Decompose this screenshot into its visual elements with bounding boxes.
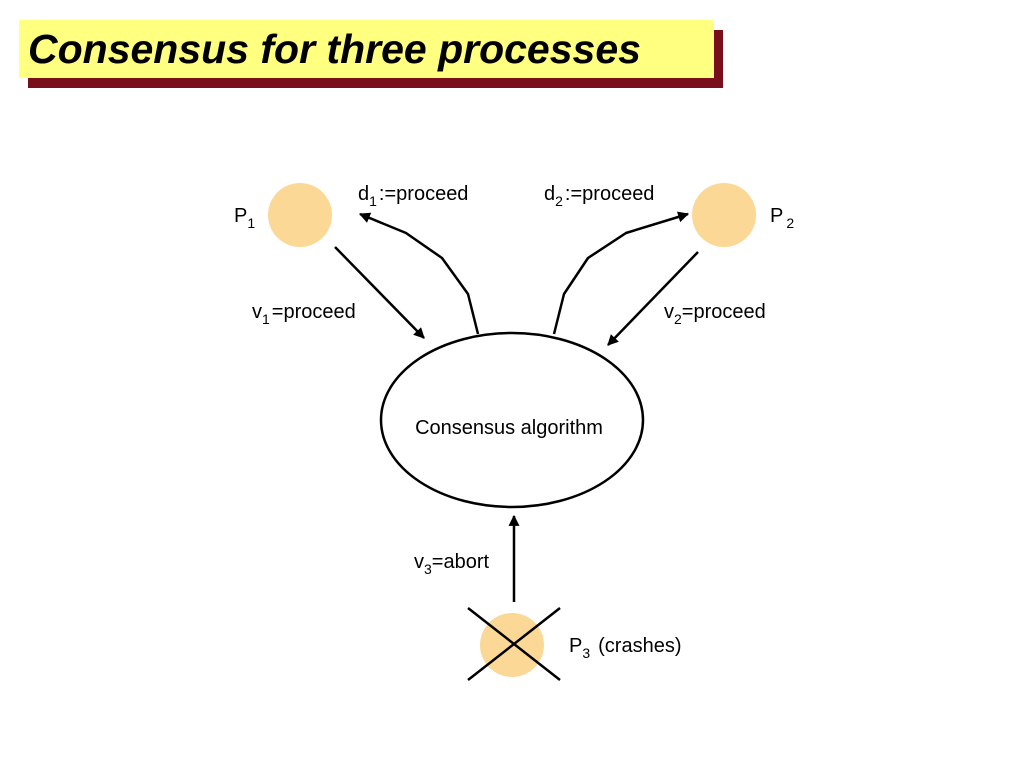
label-d1-value: :=proceed xyxy=(379,183,469,205)
label-v3-sub: 3 xyxy=(424,561,432,577)
label-d1-var: d xyxy=(358,183,369,205)
label-d2: d2:=proceed xyxy=(544,183,654,209)
crash-cross-line-b xyxy=(467,607,561,681)
label-v2-sub: 2 xyxy=(674,311,682,327)
label-d1-sub: 1 xyxy=(369,193,377,209)
arrow-d1 xyxy=(358,212,480,335)
process-p3-sub: 3 xyxy=(582,645,590,661)
label-v1-var: v xyxy=(252,301,262,323)
label-d2-sub: 2 xyxy=(555,193,563,209)
label-v3: v3=abort xyxy=(414,551,490,577)
process-p2-node xyxy=(692,183,756,247)
label-v1-value: =proceed xyxy=(272,301,356,323)
process-p3-name: P xyxy=(569,635,582,657)
label-v1: v1=proceed xyxy=(252,301,356,327)
consensus-algorithm-label: Consensus algorithm xyxy=(415,417,603,439)
label-v3-value: =abort xyxy=(432,551,490,573)
label-v1-sub: 1 xyxy=(262,311,270,327)
label-v2: v2=proceed xyxy=(664,301,766,327)
arrow-v1 xyxy=(334,246,425,339)
process-p1-label: P1 xyxy=(234,205,255,231)
slide-title: Consensus for three processes xyxy=(28,26,641,72)
arrow-d2 xyxy=(552,211,690,335)
process-p2-sub: 2 xyxy=(786,215,794,231)
label-v3-var: v xyxy=(414,551,424,573)
process-p2-name: P xyxy=(770,205,783,227)
process-p1-name: P xyxy=(234,205,247,227)
label-v2-value: =proceed xyxy=(682,301,766,323)
label-d1: d1:=proceed xyxy=(358,183,468,209)
process-p1-sub: 1 xyxy=(247,215,255,231)
label-v2-var: v xyxy=(664,301,674,323)
title-box xyxy=(19,20,714,78)
arrow-v2 xyxy=(607,251,699,346)
label-d2-value: :=proceed xyxy=(565,183,655,205)
process-p1-node xyxy=(268,183,332,247)
process-p3-note: (crashes) xyxy=(598,635,681,657)
consensus-algorithm-node xyxy=(379,331,645,509)
process-p3-label: P3 (crashes) xyxy=(569,635,682,661)
label-d2-var: d xyxy=(544,183,555,205)
